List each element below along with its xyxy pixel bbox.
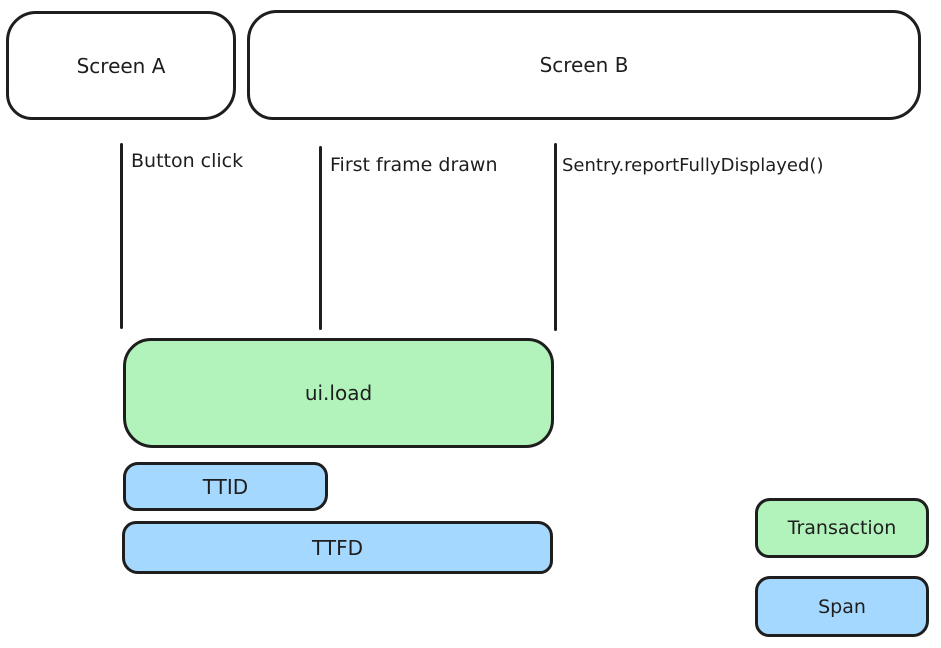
legend-span-label: Span <box>818 595 866 618</box>
event-label-button-click: Button click <box>131 150 244 172</box>
legend-transaction-label: Transaction <box>787 517 897 539</box>
legend-transaction-box: Transaction <box>755 498 929 558</box>
screen-a-label: Screen A <box>76 53 166 78</box>
ttid-span-bar: TTID <box>123 462 328 511</box>
event-line-report-fully-displayed <box>554 143 557 331</box>
legend-span-box: Span <box>755 576 929 637</box>
event-label-report-fully-displayed: Sentry.reportFullyDisplayed() <box>562 155 824 176</box>
event-line-first-frame-drawn <box>319 146 322 330</box>
ui-load-transaction-bar: ui.load <box>123 338 554 448</box>
event-label-first-frame-drawn: First frame drawn <box>330 154 498 176</box>
screen-b-box: Screen B <box>247 10 921 120</box>
ui-load-label: ui.load <box>304 381 373 405</box>
ttfd-label: TTFD <box>312 535 363 560</box>
event-line-button-click <box>120 143 123 329</box>
screen-b-label: Screen B <box>539 53 629 77</box>
screen-a-box: Screen A <box>6 11 236 120</box>
ttfd-span-bar: TTFD <box>122 521 553 574</box>
ttid-label: TTID <box>202 474 249 499</box>
